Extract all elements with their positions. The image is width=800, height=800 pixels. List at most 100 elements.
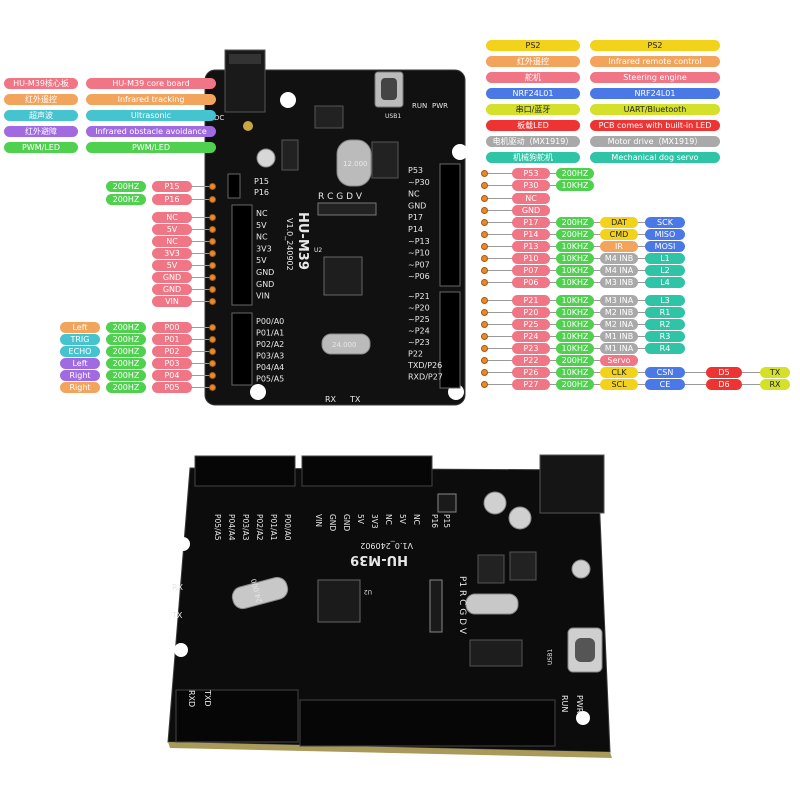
pin-wire-left bbox=[192, 363, 212, 364]
silk-pin-name: P14 bbox=[408, 225, 423, 234]
silk-tx: TX bbox=[349, 395, 361, 404]
b2-silk-name: HU-M39 bbox=[350, 552, 408, 567]
pin-label-left: NC bbox=[152, 236, 192, 247]
pin-connector-dot bbox=[209, 286, 216, 293]
pin-label-left: P05 bbox=[152, 382, 192, 393]
pin-label-right: P21 bbox=[512, 295, 550, 306]
pin-wire-left bbox=[192, 289, 212, 290]
pin-connector-dot bbox=[209, 183, 216, 190]
pin-connector-dot bbox=[481, 195, 488, 202]
silk-pin-name: 3V3 bbox=[256, 244, 272, 253]
dc-jack-top bbox=[229, 54, 261, 64]
pin-label-right: R3 bbox=[645, 331, 685, 342]
legend-left-en: HU-M39 core board bbox=[86, 78, 216, 89]
pin-connector-dot bbox=[481, 255, 488, 262]
pin-label-left: P03 bbox=[152, 358, 192, 369]
legend-left-cn: HU-M39核心板 bbox=[4, 78, 78, 89]
b2-silk-side-label: RX bbox=[172, 583, 184, 592]
b2-crystal bbox=[231, 576, 289, 610]
pin-connector-dot bbox=[481, 297, 488, 304]
legend-right-cn: 机械狗舵机 bbox=[486, 152, 580, 163]
pin-wire-left bbox=[192, 217, 212, 218]
pin-wire-right bbox=[484, 348, 512, 349]
pin-wire-right bbox=[638, 270, 645, 271]
legend-left-cn: 超声波 bbox=[4, 110, 78, 121]
pin-label-right: M2 INA bbox=[600, 319, 638, 330]
silk-pin-name: RXD/P27 bbox=[408, 373, 443, 382]
analog-header bbox=[231, 312, 253, 386]
b2-main-chip bbox=[317, 579, 361, 623]
pin-connector-dot bbox=[481, 333, 488, 340]
pin-label-right: CE bbox=[645, 379, 685, 390]
legend-right-en: PCB comes with built-in LED bbox=[590, 120, 720, 131]
pin-connector-dot bbox=[209, 238, 216, 245]
pin-wire-right bbox=[550, 360, 556, 361]
pin-wire-left bbox=[192, 301, 212, 302]
pin-wire-right bbox=[550, 234, 556, 235]
silk-pin-name: P04/A4 bbox=[256, 363, 284, 372]
pin-wire-right bbox=[594, 372, 600, 373]
pin-label-right: Servo bbox=[600, 355, 638, 366]
pin-wire-right bbox=[638, 384, 645, 385]
pin-wire-left bbox=[192, 253, 212, 254]
pin-label-right: 10KHZ bbox=[556, 295, 594, 306]
silk-pin-name: ~P20 bbox=[408, 304, 430, 313]
pin-wire-right bbox=[638, 282, 645, 283]
pin-connector-dot bbox=[209, 196, 216, 203]
ic-u3 bbox=[281, 139, 299, 171]
b2-capacitor bbox=[483, 491, 507, 515]
pin-wire-right bbox=[638, 336, 645, 337]
pin-label-right: D6 bbox=[706, 379, 742, 390]
silk-pin-name: NC bbox=[256, 209, 268, 218]
pin-wire-right bbox=[594, 312, 600, 313]
pin-label-left: 200HZ bbox=[106, 322, 146, 333]
silk-pin-name: P01/A1 bbox=[256, 329, 284, 338]
pin-label-right: 10KHZ bbox=[556, 319, 594, 330]
pin-wire-left bbox=[192, 277, 212, 278]
b2-ic bbox=[469, 639, 523, 667]
b2-silk-usb: USB1 bbox=[547, 649, 554, 665]
pin-wire-right bbox=[594, 348, 600, 349]
legend-right-cn: 红外遥控 bbox=[486, 56, 580, 67]
crystal-12mhz bbox=[336, 139, 372, 187]
b2-header-bottom-left bbox=[175, 689, 299, 743]
b2-header-bottom-right bbox=[299, 699, 556, 747]
pin-label-left: 5V bbox=[152, 224, 192, 235]
b2-mount-hole bbox=[576, 711, 590, 725]
pin-connector-dot bbox=[209, 360, 216, 367]
pin-wire-right bbox=[594, 246, 600, 247]
b2-silk-pin-name: NC bbox=[412, 514, 421, 525]
board1-pin-silk: P15P16NC5VNC3V35VGNDGNDVINP00/A0P01/A1P0… bbox=[254, 166, 443, 384]
pin-label-left: Right bbox=[60, 370, 100, 381]
b2-silk-rcgdv: P1 R C G D V bbox=[457, 576, 467, 635]
pin-wire-left bbox=[192, 375, 212, 376]
silk-pin-name: GND bbox=[408, 201, 426, 210]
b2-mount-hole bbox=[174, 643, 188, 657]
b2-silk-side-label: RXD bbox=[187, 690, 196, 707]
pin-label-left: Left bbox=[60, 322, 100, 333]
silk-pin-name: GND bbox=[256, 268, 274, 277]
b2-silk-pin-name: 3V3 bbox=[370, 514, 379, 529]
b2-silk-pin-name: P00/A0 bbox=[283, 514, 292, 541]
b2-silk-pin-name: GND bbox=[342, 514, 351, 531]
pin-label-right: D5 bbox=[706, 367, 742, 378]
b2-silk-pin-name: P04/A4 bbox=[227, 514, 236, 541]
pin-connector-dot bbox=[481, 267, 488, 274]
bottom-board-edge bbox=[168, 742, 612, 758]
silk-dc: DC bbox=[214, 114, 224, 122]
pin-label-right: P26 bbox=[512, 367, 550, 378]
pin-wire-left bbox=[192, 229, 212, 230]
pin-label-right: R4 bbox=[645, 343, 685, 354]
pin-label-left: P02 bbox=[152, 346, 192, 357]
pin-label-left: NC bbox=[152, 212, 192, 223]
b2-silk-pin-name: P03/A3 bbox=[241, 514, 250, 541]
top-board: DC USB1 RUN PWR 12.000 24.000 U2 R C G D… bbox=[204, 49, 468, 406]
pin-wire-right bbox=[484, 324, 512, 325]
pin-connector-dot bbox=[209, 348, 216, 355]
pin-label-right: TX bbox=[760, 367, 790, 378]
pin-wire-right bbox=[484, 270, 512, 271]
pin-wire-right bbox=[594, 300, 600, 301]
pin-wire-right bbox=[594, 384, 600, 385]
pin-label-right: 200HZ bbox=[556, 379, 594, 390]
